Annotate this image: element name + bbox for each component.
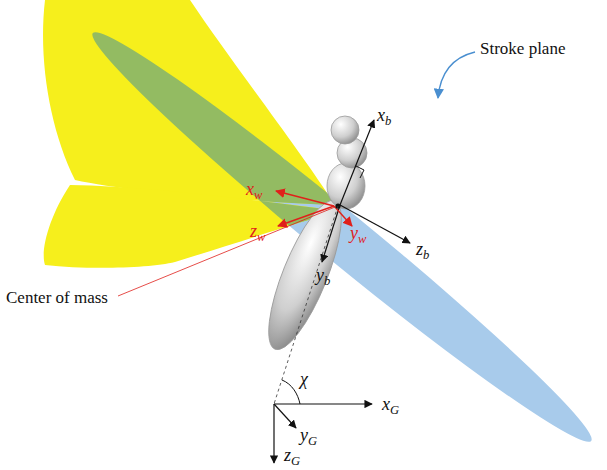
body-axis-dashed <box>274 206 338 404</box>
axis-subscript: G <box>308 434 317 448</box>
axis-letter: z <box>416 239 423 259</box>
axis-letter: x <box>382 394 390 414</box>
leader-line <box>118 207 335 296</box>
angle-arc <box>282 380 300 404</box>
callout-label: Center of mass <box>6 289 108 306</box>
axis-label: xG <box>382 395 399 416</box>
axis-letter: y <box>316 265 324 285</box>
angle-label: χ <box>300 370 308 388</box>
axis-letter: z <box>284 445 291 465</box>
insect-body <box>255 116 367 357</box>
axis-label: xw <box>246 180 262 201</box>
axis-subscript: G <box>291 454 300 468</box>
plane-label: Stroke plane <box>480 40 565 57</box>
axis-label: yw <box>350 224 366 245</box>
axis-subscript: w <box>358 232 366 246</box>
axis-letter: y <box>300 425 308 445</box>
axis-subscript: b <box>324 274 330 288</box>
body-axes <box>322 120 410 262</box>
axis-letter: x <box>377 105 385 125</box>
axis-subscript: G <box>390 403 399 417</box>
wing <box>43 0 607 460</box>
axis-label: zw <box>250 222 265 243</box>
axis-letter: x <box>246 179 254 199</box>
axis-label: yG <box>300 426 317 447</box>
stroke-plane-pointer <box>438 52 475 98</box>
axis-label: zG <box>284 446 300 467</box>
axis-subscript: b <box>423 248 429 262</box>
axis-label: yb <box>316 266 330 287</box>
axis-subscript: b <box>385 114 391 128</box>
axis-subscript: w <box>254 188 262 202</box>
axis-subscript: w <box>257 230 265 244</box>
axis-label: zb <box>416 240 429 261</box>
axis-label: xb <box>377 106 391 127</box>
axis-letter: z <box>250 221 257 241</box>
wing-axes <box>276 191 352 226</box>
axis-letter: y <box>350 223 358 243</box>
